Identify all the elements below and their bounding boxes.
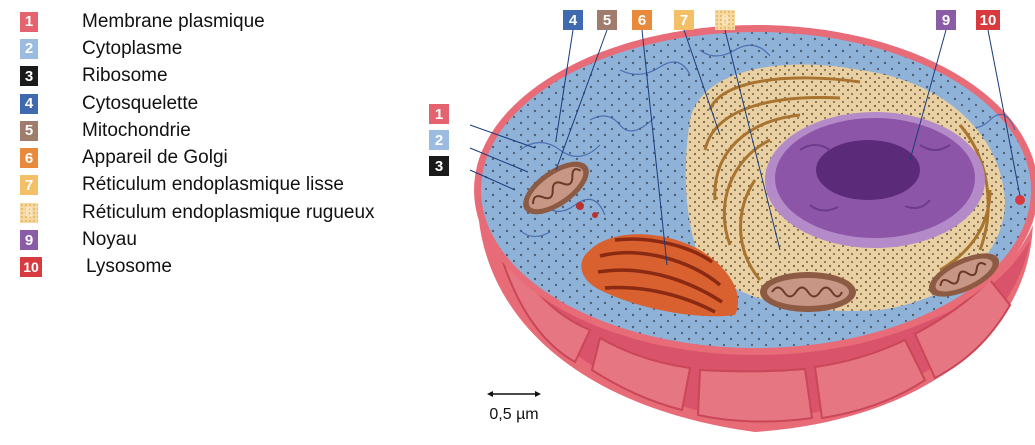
callout-9: 9	[936, 10, 956, 30]
callout-1: 1	[429, 104, 449, 124]
scale-label: 0,5 µm	[486, 406, 542, 424]
scale-arrow-icon	[486, 389, 542, 399]
callout-8: 8	[715, 10, 735, 30]
callout-10: 10	[976, 10, 1000, 30]
callout-5: 5	[597, 10, 617, 30]
callout-7: 7	[674, 10, 694, 30]
nucleus	[765, 112, 985, 248]
scale-bar: 0,5 µm	[486, 386, 542, 424]
callout-4: 4	[563, 10, 583, 30]
callout-6: 6	[632, 10, 652, 30]
callout-2: 2	[429, 130, 449, 150]
callout-3: 3	[429, 156, 449, 176]
